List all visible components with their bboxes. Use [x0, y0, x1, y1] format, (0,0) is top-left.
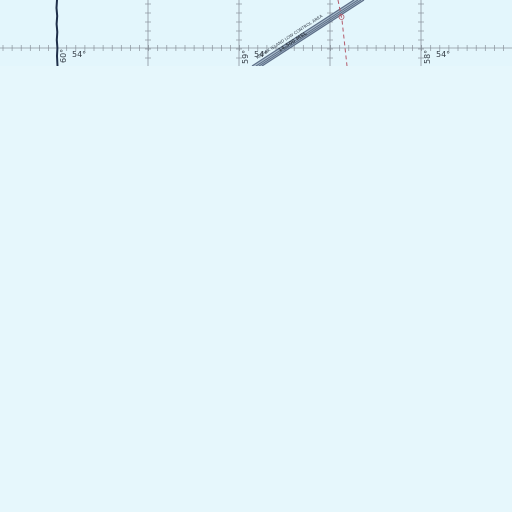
graticule [0, 0, 512, 66]
dashed-boundary-line [337, 0, 348, 66]
latitude-label: 54° [72, 50, 86, 59]
boundary-marker [338, 14, 345, 20]
latitude-label: 54° [436, 50, 450, 59]
longitude-label: 60° [59, 49, 68, 63]
latitude-label: 54° [254, 50, 268, 59]
unloaded-map-area[interactable] [0, 66, 512, 512]
airspace-boundary-band [251, 0, 365, 66]
shoreline [55, 0, 59, 66]
longitude-label: 58° [423, 50, 432, 64]
chart-tile[interactable]: KODIAK ISLAND LOW CONTROL AREA 14,500 MS… [0, 0, 512, 66]
map-canvas: KODIAK ISLAND LOW CONTROL AREA 14,500 MS… [0, 0, 512, 66]
longitude-label: 59° [241, 50, 250, 64]
